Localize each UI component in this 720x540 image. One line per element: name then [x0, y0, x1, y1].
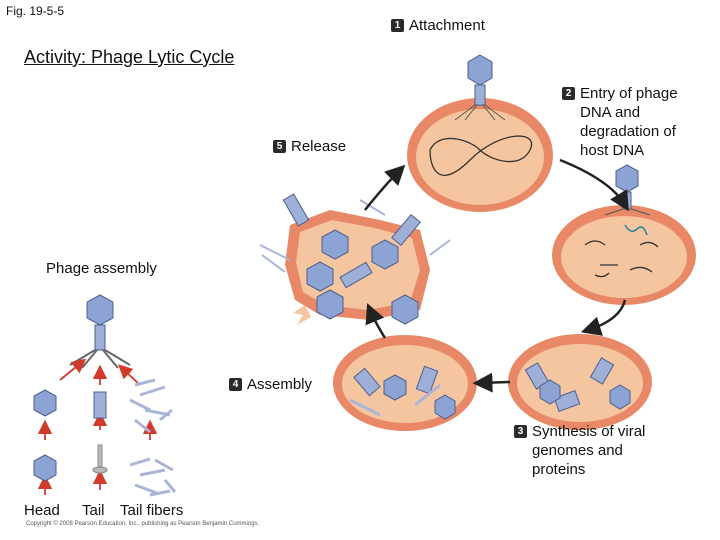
step-5-text: Release	[291, 138, 347, 155]
arrow-1-to-2	[559, 158, 629, 212]
step-4-label: 4 Assembly	[229, 375, 312, 394]
host-cell-assembly	[333, 335, 477, 431]
arrow-5-to-1	[364, 164, 406, 211]
step-2-text: Entry of phage DNA and degradation of ho…	[580, 85, 678, 159]
phage-assembly-panel	[33, 294, 177, 497]
part-label-tail: Tail	[82, 502, 105, 519]
host-cell-synthesis	[508, 334, 652, 430]
tail-icon	[93, 391, 107, 419]
step-3-text: Synthesis of viral genomes and proteins	[532, 423, 646, 478]
step-4-text: Assembly	[247, 376, 313, 393]
host-cell-attachment	[407, 98, 553, 212]
part-label-tail-fibers: Tail fibers	[120, 502, 184, 519]
host-cell-release	[259, 193, 451, 325]
step-3-label: 3 Synthesis of viral genomes and protein…	[514, 422, 684, 479]
step-5-number: 5	[273, 140, 286, 153]
phage-assembly-heading: Phage assembly	[46, 260, 157, 277]
figure-label: Fig. 19-5-5	[6, 4, 65, 18]
tail-fibers-icon	[129, 378, 177, 497]
step-3-number: 3	[514, 425, 527, 438]
step-1-number: 1	[391, 19, 404, 32]
part-label-head: Head	[24, 502, 60, 519]
step-1-text: Attachment	[409, 17, 485, 34]
step-2-number: 2	[562, 87, 575, 100]
cycle-arrows	[364, 158, 629, 393]
step-4-number: 4	[229, 378, 242, 391]
copyright-notice: Copyright © 2008 Pearson Education, Inc.…	[26, 521, 260, 527]
arrow-2-to-3	[580, 299, 627, 336]
host-cell-entry	[552, 205, 696, 305]
arrow-4-to-5	[365, 303, 387, 339]
head-icon	[33, 389, 57, 417]
step-2-label: 2 Entry of phage DNA and degradation of …	[562, 84, 712, 160]
step-5-label: 5 Release	[273, 137, 346, 156]
step-1-label: 1 Attachment	[391, 16, 485, 35]
attached-phage-icon	[454, 54, 506, 121]
page-title[interactable]: Activity: Phage Lytic Cycle	[24, 47, 235, 67]
arrow-3-to-4	[472, 372, 511, 393]
